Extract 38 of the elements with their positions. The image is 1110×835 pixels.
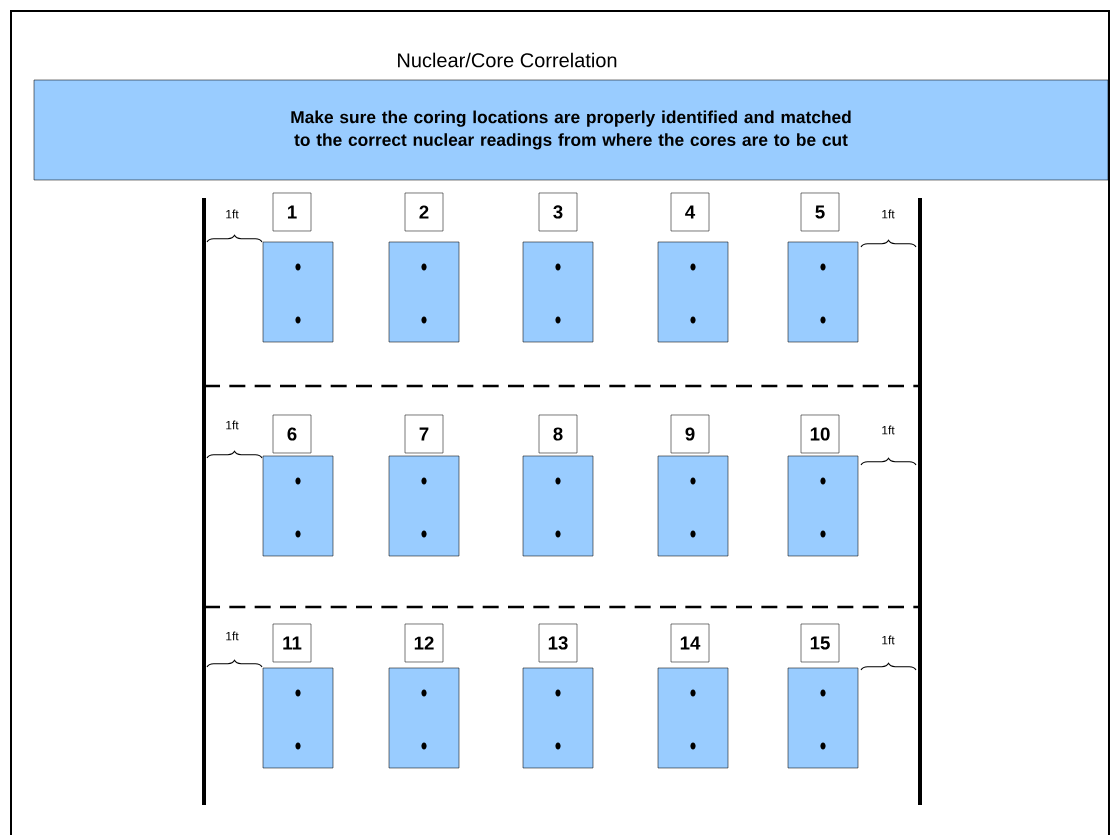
number-box: 9	[670, 414, 710, 454]
core-box	[787, 455, 859, 557]
core-box	[262, 455, 334, 557]
core-box	[522, 667, 594, 769]
number-box: 10	[800, 414, 840, 454]
dimension-label: 1ft	[226, 420, 239, 430]
number-box: 4	[670, 192, 710, 232]
dimension-label: 1ft	[226, 209, 239, 219]
core-box	[657, 241, 729, 343]
number-box: 13	[538, 623, 578, 663]
core-box	[262, 241, 334, 343]
core-box	[522, 455, 594, 557]
dimension-label: 1ft	[226, 631, 239, 641]
core-box	[388, 241, 460, 343]
banner-box: Make sure the coring locations are properly identified and matched to the correct nuclear readings from where the cores are to be cut	[33, 79, 1109, 181]
number-box: 14	[670, 623, 710, 663]
number-box: 7	[404, 414, 444, 454]
core-box	[657, 667, 729, 769]
number-box: 11	[272, 623, 312, 663]
number-box: 15	[800, 623, 840, 663]
core-box	[787, 667, 859, 769]
number-box: 5	[800, 192, 840, 232]
dimension-label: 1ft	[882, 209, 895, 219]
dimension-label: 1ft	[882, 425, 895, 435]
core-box	[657, 455, 729, 557]
dimension-label: 1ft	[882, 635, 895, 645]
core-box	[388, 455, 460, 557]
core-box	[262, 667, 334, 769]
number-box: 6	[272, 414, 312, 454]
core-box	[388, 667, 460, 769]
number-box: 8	[538, 414, 578, 454]
core-box	[787, 241, 859, 343]
number-box: 12	[404, 623, 444, 663]
number-box: 1	[272, 192, 312, 232]
core-box	[522, 241, 594, 343]
number-box: 3	[538, 192, 578, 232]
title: Nuclear/Core Correlation	[398, 52, 617, 68]
number-box: 2	[404, 192, 444, 232]
